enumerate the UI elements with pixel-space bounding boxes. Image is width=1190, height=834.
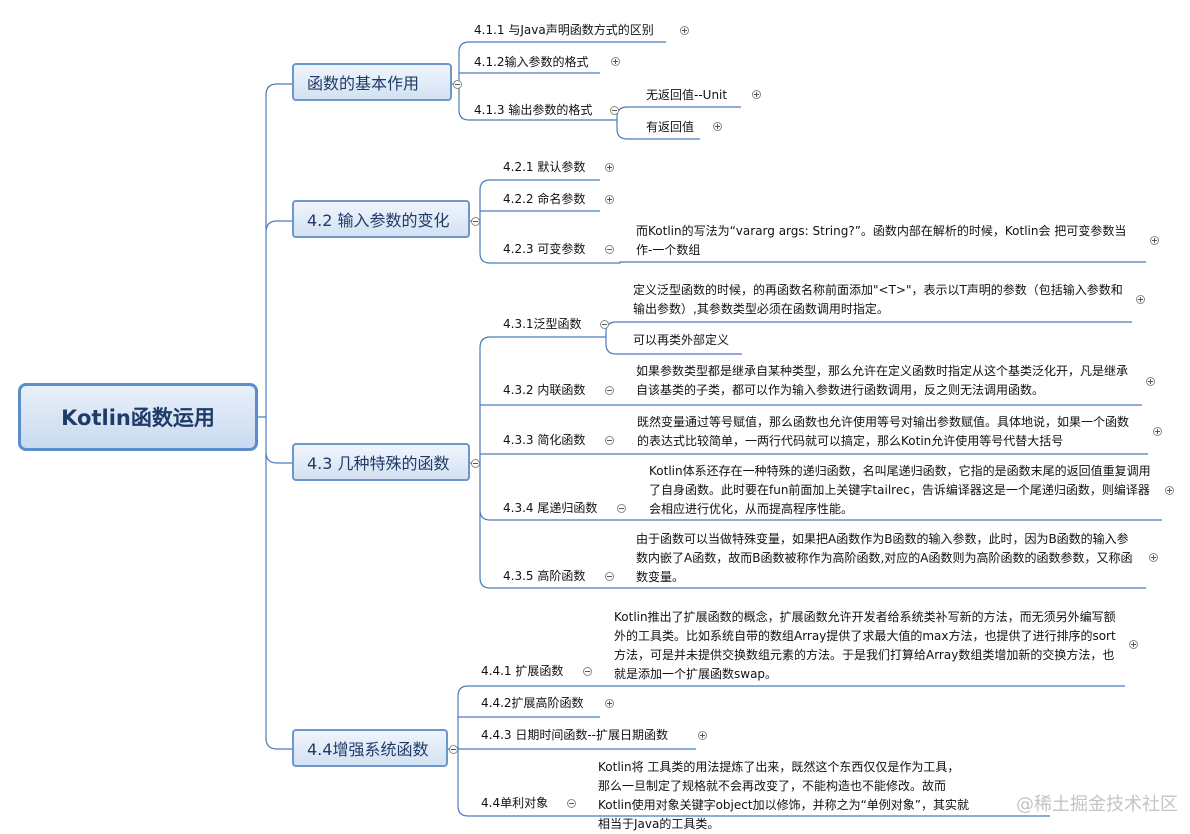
expand-icon[interactable]	[605, 163, 614, 172]
branch-label: 4.2 输入参数的变化	[307, 211, 450, 230]
node-4-3-4-detail[interactable]: Kotlin体系还存在一种特殊的递归函数，名叫尾递归函数，它指的是函数末尾的返回…	[649, 464, 1151, 516]
collapse-icon[interactable]	[605, 245, 614, 254]
node-4-3-5[interactable]: 4.3.5 高阶函数	[503, 569, 586, 583]
branch-node-basic[interactable]: 函数的基本作用	[292, 63, 452, 101]
branch-label: 4.4增强系统函数	[307, 740, 429, 759]
node-4-4-1[interactable]: 4.4.1 扩展函数	[481, 664, 564, 678]
node-4-2-2[interactable]: 4.2.2 命名参数	[503, 192, 586, 206]
node-4-3-5-detail[interactable]: 由于函数可以当做特殊变量，如果把A函数作为B函数的输入参数，此时，因为B函数的输…	[636, 532, 1133, 584]
branch-node-input[interactable]: 4.2 输入参数的变化	[292, 200, 470, 238]
collapse-icon[interactable]	[605, 572, 614, 581]
collapse-icon[interactable]	[610, 106, 619, 115]
collapse-icon[interactable]	[471, 217, 480, 226]
expand-icon[interactable]	[698, 731, 707, 740]
collapse-icon[interactable]	[449, 745, 458, 754]
root-node[interactable]: Kotlin函数运用	[18, 383, 258, 451]
expand-icon[interactable]	[680, 26, 689, 35]
node-4-4-4-detail[interactable]: Kotlin将 工具类的用法提炼了出来，既然这个东西仅仅是作为工具，那么一旦制定…	[598, 760, 970, 831]
node-4-1-1[interactable]: 4.1.1 与Java声明函数方式的区别	[474, 23, 654, 37]
node-4-2-3[interactable]: 4.2.3 可变参数	[503, 242, 586, 256]
node-4-4-1-detail[interactable]: Kotlin推出了扩展函数的概念，扩展函数允许开发者给系统类补写新的方法，而无须…	[614, 610, 1116, 681]
node-4-1-3[interactable]: 4.1.3 输出参数的格式	[474, 103, 593, 117]
expand-icon[interactable]	[752, 90, 761, 99]
root-label: Kotlin函数运用	[61, 406, 215, 430]
expand-icon[interactable]	[611, 57, 620, 66]
node-4-3-3-detail[interactable]: 既然变量通过等号赋值，那么函数也允许使用等号对输出参数赋值。具体地说，如果一个函…	[637, 415, 1130, 448]
node-4-4-2[interactable]: 4.4.2扩展高阶函数	[481, 696, 584, 710]
expand-icon[interactable]	[713, 122, 722, 131]
expand-icon[interactable]	[605, 195, 614, 204]
expand-icon[interactable]	[1129, 640, 1138, 649]
branch-label: 函数的基本作用	[307, 74, 420, 93]
node-4-3-1[interactable]: 4.3.1泛型函数	[503, 317, 582, 331]
node-4-3-4[interactable]: 4.3.4 尾递归函数	[503, 501, 598, 515]
expand-icon[interactable]	[605, 699, 614, 708]
node-4-4-4[interactable]: 4.4单利对象	[481, 796, 549, 810]
collapse-icon[interactable]	[617, 504, 626, 513]
node-4-1-2[interactable]: 4.1.2输入参数的格式	[474, 55, 589, 69]
expand-icon[interactable]	[1153, 427, 1162, 436]
node-4-2-3-detail[interactable]: 而Kotlin的写法为“vararg args: String?”。函数内部在解…	[636, 224, 1127, 257]
node-no-return[interactable]: 无返回值--Unit	[646, 88, 728, 102]
node-4-3-2-detail[interactable]: 如果参数类型都是继承自某种类型，那么允许在定义函数时指定从这个基类泛化开，凡是继…	[636, 364, 1129, 397]
node-4-4-3[interactable]: 4.4.3 日期时间函数--扩展日期函数	[481, 728, 669, 742]
node-4-3-1-detail[interactable]: 定义泛型函数的时候，的再函数名称前面添加"<T>"，表示以T声明的参数（包括输入…	[633, 283, 1123, 316]
collapse-icon[interactable]	[605, 436, 614, 445]
collapse-icon[interactable]	[471, 459, 480, 468]
collapse-icon[interactable]	[600, 320, 609, 329]
expand-icon[interactable]	[1136, 295, 1145, 304]
branch-node-system[interactable]: 4.4增强系统函数	[292, 729, 448, 767]
node-has-return[interactable]: 有返回值	[646, 120, 695, 134]
expand-icon[interactable]	[1146, 377, 1155, 386]
collapse-icon[interactable]	[605, 386, 614, 395]
node-4-3-3[interactable]: 4.3.3 简化函数	[503, 433, 586, 447]
watermark: @稀土掘金技术社区	[1016, 794, 1178, 815]
expand-icon[interactable]	[1149, 553, 1158, 562]
node-4-3-1-outside[interactable]: 可以再类外部定义	[633, 333, 730, 347]
branch-node-special[interactable]: 4.3 几种特殊的函数	[292, 443, 470, 481]
collapse-icon[interactable]	[453, 80, 462, 89]
branch-label: 4.3 几种特殊的函数	[307, 454, 450, 473]
expand-icon[interactable]	[1165, 486, 1174, 495]
collapse-icon[interactable]	[567, 799, 576, 808]
collapse-icon[interactable]	[583, 667, 592, 676]
node-4-2-1[interactable]: 4.2.1 默认参数	[503, 160, 586, 174]
node-4-3-2[interactable]: 4.3.2 内联函数	[503, 383, 586, 397]
expand-icon[interactable]	[1150, 236, 1159, 245]
